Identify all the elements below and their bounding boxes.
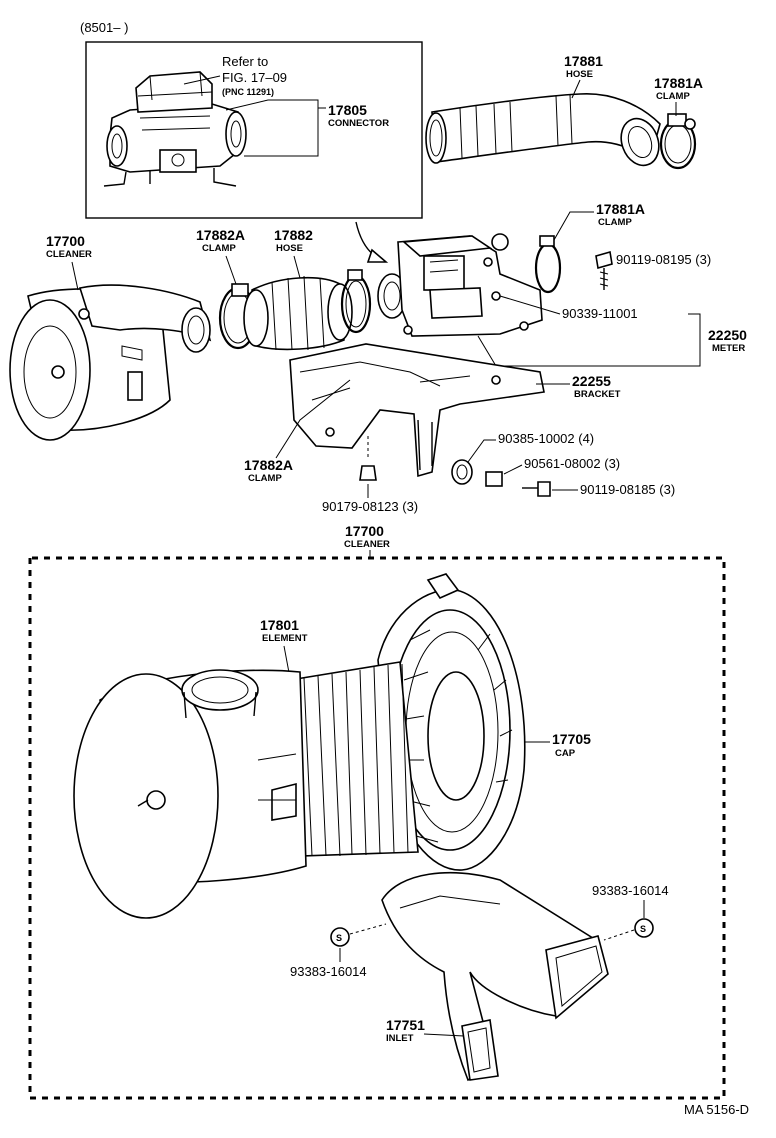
clamp-upper-number: 17881A — [654, 75, 703, 91]
connector-name: CONNECTOR — [328, 118, 389, 129]
clamp-meter-name: CLAMP — [598, 217, 632, 228]
bolt-meter-label: 90119-08195 (3) — [616, 252, 711, 267]
clip-right-label: 93383-16014 — [592, 883, 669, 898]
cleaner-top-drawing — [9, 284, 212, 441]
cleaner-top-leader — [71, 261, 79, 291]
connector-leader — [225, 99, 326, 157]
cleaner-detail-number: 17700 — [345, 523, 384, 539]
refer-leader — [183, 75, 221, 85]
grommet-drawing — [451, 459, 473, 485]
clip-right-letter: S — [640, 924, 646, 934]
clip-left-letter: S — [336, 933, 342, 943]
collar-label: 90561-08002 (3) — [524, 456, 620, 471]
screw-meter-label: 90339-11001 — [562, 306, 638, 321]
hose-mid-name: HOSE — [276, 243, 303, 254]
clamp-meter-leader — [553, 211, 594, 241]
hose-upper-drawing — [425, 93, 661, 167]
bracket-number: 22255 — [572, 373, 611, 389]
connector-number: 17805 — [328, 102, 367, 118]
clamp-lower-name: CLAMP — [248, 473, 282, 484]
cleaner-top-number: 17700 — [46, 233, 85, 249]
hose-mid-drawing — [243, 275, 353, 351]
clamp-upper-drawing — [659, 113, 697, 170]
grommet-leader — [467, 439, 496, 463]
hose-mid-leader — [293, 255, 301, 279]
refer-line3: (PNC 11291) — [222, 87, 274, 97]
clamp-mid-drawing — [340, 269, 372, 334]
element-drawing — [289, 661, 419, 857]
inlet-leader — [423, 1033, 465, 1037]
clamp-hose-name: CLAMP — [202, 243, 236, 254]
cap-name: CAP — [555, 748, 576, 759]
cleaner-detail-box — [28, 556, 726, 1100]
inset-box — [85, 41, 423, 219]
hose-upper-name: HOSE — [566, 69, 593, 80]
grommet-label: 90385-10002 (4) — [498, 431, 594, 446]
clamp-upper-name: CLAMP — [656, 91, 690, 102]
clamp-meter-number: 17881A — [596, 201, 645, 217]
cap-drawing — [377, 573, 526, 871]
nut-bracket-label: 90179-08123 (3) — [322, 499, 418, 514]
screw-meter-leader — [499, 295, 561, 315]
collar-leader — [503, 464, 523, 475]
clamp-lower-leader — [275, 379, 351, 459]
hose-upper-number: 17881 — [564, 53, 603, 69]
bracket-drawing — [289, 343, 545, 478]
element-number: 17801 — [260, 617, 299, 633]
clamp-hose-number: 17882A — [196, 227, 245, 243]
refer-line2: FIG. 17–09 — [222, 70, 287, 85]
meter-drawing — [377, 233, 562, 337]
hose-upper-leader — [571, 79, 581, 99]
collar-drawing — [485, 471, 503, 487]
clip-right-symbol: S — [603, 918, 654, 941]
inlet-drawing — [381, 871, 609, 1082]
nut-drawing — [359, 436, 377, 481]
drawing-code: MA 5156-D — [684, 1102, 749, 1117]
cleaner-top-name: CLEANER — [46, 249, 92, 260]
inlet-name: INLET — [386, 1033, 414, 1044]
bolt-bracket-drawing — [522, 481, 551, 497]
inset-group: (8501– ) Refer to FIG. 17–09 (PNC 11291)… — [80, 20, 423, 219]
meter-number: 22250 — [708, 327, 747, 343]
meter-leader — [477, 313, 701, 367]
bolt-meter-drawing — [595, 250, 613, 290]
cleaner-body-drawing — [73, 669, 307, 919]
bracket-name: BRACKET — [574, 389, 621, 400]
clamp-lower-number: 17882A — [244, 457, 293, 473]
header-note: (8501– ) — [80, 20, 128, 35]
meter-name: METER — [712, 343, 745, 354]
clamp-hose-leader — [225, 255, 237, 285]
cleaner-detail-name: CLEANER — [344, 539, 390, 550]
clip-left-label: 93383-16014 — [290, 964, 367, 979]
bolt-bracket-label: 90119-08185 (3) — [580, 482, 675, 497]
refer-line1: Refer to — [222, 54, 268, 69]
hose-mid-number: 17882 — [274, 227, 313, 243]
arrow-head — [366, 248, 389, 263]
clip-left-symbol: S — [330, 923, 387, 947]
connector-drawing — [103, 71, 247, 187]
inlet-number: 17751 — [386, 1017, 425, 1033]
element-name: ELEMENT — [262, 633, 308, 644]
cap-number: 17705 — [552, 731, 591, 747]
